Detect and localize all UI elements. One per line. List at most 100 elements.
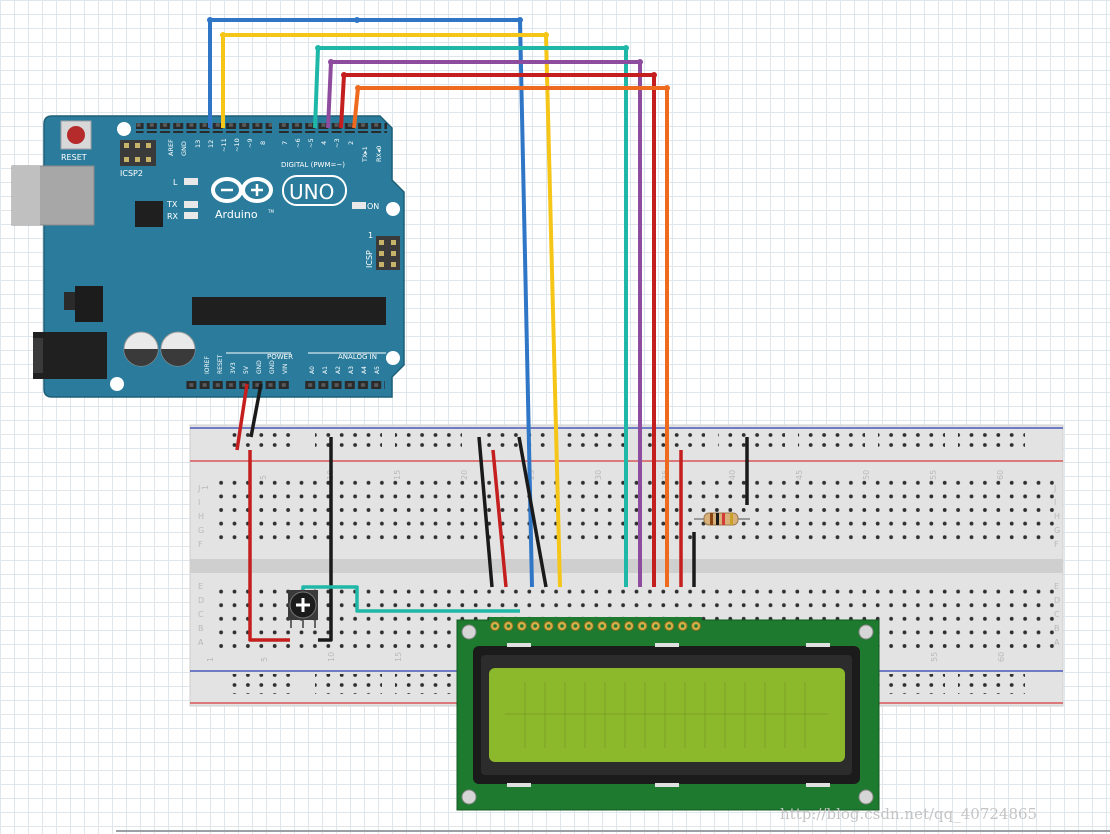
col-number: 1	[206, 657, 215, 662]
row-letters-right: J I H G F E D C B A	[1053, 484, 1060, 647]
led-tx-label: TX	[166, 200, 178, 209]
pin-label: RESET	[217, 354, 224, 374]
power-header	[185, 379, 291, 389]
trademark-text: TM	[267, 209, 274, 214]
led-on-icon	[352, 202, 366, 209]
pin-label: ~9	[246, 138, 254, 148]
canvas-bottom-border	[116, 830, 1110, 832]
pin-label: AREF	[167, 139, 175, 156]
row-letter: F	[1054, 540, 1059, 549]
pin-label: ~10	[233, 138, 241, 152]
wire-cyan	[313, 46, 628, 587]
capacitor-icon	[123, 331, 159, 367]
pin-label: 12	[207, 140, 215, 148]
col-number: 15	[394, 652, 403, 662]
analog-header	[305, 379, 385, 389]
col-number: 1	[201, 485, 210, 490]
analog-pin-labels: A0 A1 A2 A3 A4 A5	[309, 366, 381, 374]
pin-label: ~11	[220, 138, 228, 152]
digital-header-right	[279, 123, 387, 133]
capacitor-icon	[160, 331, 196, 367]
pin-label: 7	[281, 141, 289, 145]
arduino-infinity-logo-icon	[211, 177, 273, 203]
row-letter: H	[198, 512, 204, 521]
lcd-screen	[489, 668, 845, 762]
col-number: 60	[996, 470, 1005, 480]
pin-label: A0	[309, 366, 316, 374]
bottom-power-rail	[230, 674, 1025, 694]
digital-section-label: DIGITAL (PWM=~)	[281, 161, 345, 169]
resistor-icon	[694, 512, 750, 526]
pin-label: VIN	[282, 364, 289, 374]
uno-badge	[282, 175, 347, 206]
pin-label: 4	[320, 141, 328, 145]
col-number: 40	[728, 470, 737, 480]
atmega-chip	[192, 297, 386, 325]
led-on-label: ON	[367, 202, 379, 211]
wire-yellow	[221, 33, 562, 588]
pin-label: A3	[348, 366, 355, 374]
digital-header-left	[136, 123, 272, 133]
top-power-rail	[230, 430, 1025, 450]
signal-wires	[208, 18, 669, 588]
pin-label: A4	[361, 366, 368, 374]
col-number: 15	[393, 470, 402, 480]
led-tx-icon	[184, 201, 198, 208]
wire-rail-red	[248, 450, 290, 642]
row-letter: F	[198, 540, 203, 549]
power-jack	[33, 332, 107, 379]
row-letter: D	[1054, 596, 1060, 605]
icsp2-header	[120, 140, 156, 166]
row-letters-left: J I H G F E D C B A	[197, 484, 204, 647]
col-number: 55	[930, 652, 939, 662]
pin-label: A5	[374, 366, 381, 374]
lcd-character-grid	[505, 682, 828, 748]
row-letter: J	[1053, 484, 1056, 493]
pin-label: A2	[335, 366, 342, 374]
wire-red-signal	[339, 73, 656, 587]
row-letter: B	[198, 624, 204, 633]
col-number: 60	[997, 652, 1006, 662]
row-letter: J	[197, 484, 200, 493]
pin-label: RX◂0	[375, 146, 383, 162]
row-letter: G	[1054, 526, 1060, 535]
lcd-16x2-module	[456, 617, 880, 811]
lcd-header-pins	[489, 617, 702, 633]
col-number: 20	[460, 470, 469, 480]
row-letter: B	[1054, 624, 1060, 633]
power-wires	[235, 383, 749, 642]
pin-label: GND	[269, 360, 276, 374]
analog-section-label: ANALOG IN	[338, 353, 377, 361]
row-letter: C	[1054, 610, 1060, 619]
led-rx-label: RX	[167, 212, 179, 221]
reset-button[interactable]	[60, 120, 92, 150]
power-pin-labels: IOREF RESET 3V3 5V GND GND VIN	[204, 354, 289, 374]
wire-rail-black	[318, 437, 333, 642]
wire-5v-red	[235, 383, 249, 451]
led-rx-icon	[184, 212, 198, 219]
pin-label: 3V3	[230, 362, 237, 374]
wire-blue	[208, 18, 534, 588]
row-letter: I	[1054, 498, 1056, 507]
arduino-uno-board: RESET ICSP2 L TX RX ON	[11, 115, 405, 398]
row-letter: C	[198, 610, 204, 619]
wire-junctions	[207, 17, 670, 91]
col-number: 10	[327, 652, 336, 662]
arduino-logo-text: Arduino	[215, 208, 258, 221]
pin-label: 5V	[243, 365, 250, 374]
icsp-label: ICSP	[365, 250, 374, 268]
pin-label: 2	[347, 141, 355, 145]
column-numbers-bottom: 1 5 10 15 55 60	[206, 652, 1006, 662]
pin-label: ~6	[294, 138, 302, 148]
row-letter: A	[1054, 638, 1060, 647]
col-number: 5	[260, 657, 269, 662]
digital-pin-labels: AREF GND 13 12 ~11 ~10 ~9 8 7 ~6 ~5 4 ~3…	[167, 138, 383, 163]
power-section-label: POWER	[267, 353, 293, 361]
col-number: 5	[259, 475, 268, 480]
row-letter: A	[198, 638, 204, 647]
row-letter: D	[198, 596, 204, 605]
wire-gnd-bridge-1	[477, 436, 494, 588]
watermark: http://blog.csdn.net/qq_40724865	[780, 805, 1037, 823]
row-letter: H	[1054, 512, 1060, 521]
